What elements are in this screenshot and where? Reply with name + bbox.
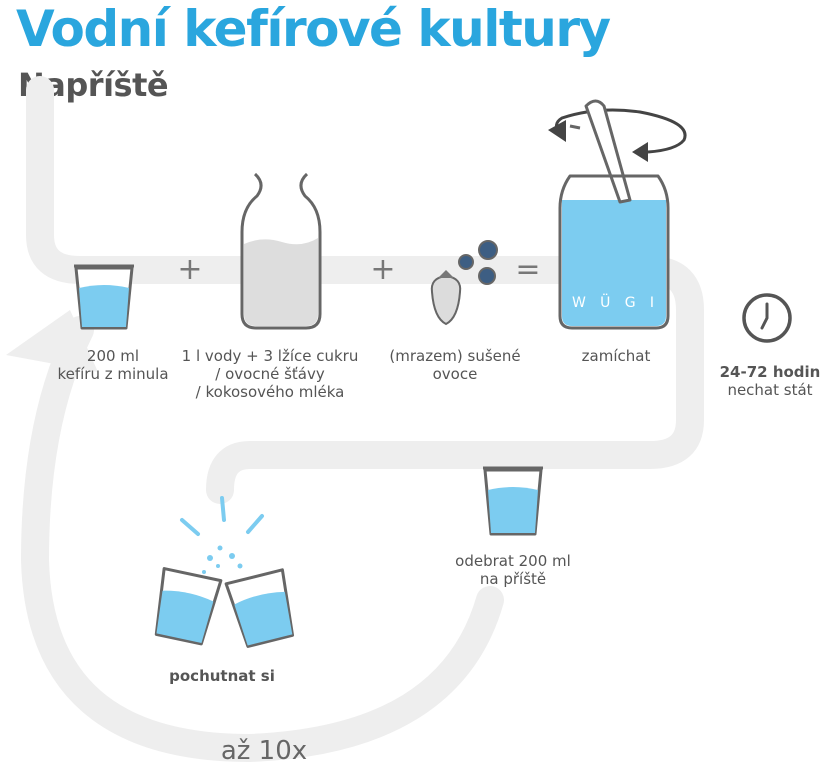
plus-operator: +	[177, 252, 203, 287]
step-label-fruit: (mrazem) sušené ovoce	[389, 347, 521, 383]
page-title: Vodní kefírové kultury	[16, 0, 611, 58]
plus-operator: +	[370, 252, 396, 287]
stir-arrowhead-left-icon	[548, 120, 566, 142]
jar-brand-letters: W Ü G I	[562, 295, 666, 311]
step-label-stir: zamíchat	[581, 347, 651, 365]
jar-icon	[548, 99, 687, 330]
stir-arrowhead-right-icon	[632, 142, 648, 162]
step-label-water: 1 l vody + 3 lžíce cukru / ovocné šťávy …	[181, 347, 359, 401]
jar-letter: Ü	[600, 295, 613, 311]
step-label-enjoy: pochutnat si	[169, 667, 275, 685]
flow-arrowhead	[6, 310, 98, 372]
glass-icon	[483, 466, 543, 536]
equals-operator: =	[515, 252, 541, 287]
glass-icon	[74, 264, 134, 330]
jar-letter: W	[572, 295, 588, 311]
flow-path	[21, 76, 704, 762]
fruit-icon	[430, 240, 498, 326]
step-label-kefir: 200 ml kefíru z minula	[57, 347, 169, 383]
step-label-wait: 24-72 hodin nechat stát	[719, 363, 821, 399]
jar-letter: G	[624, 295, 638, 311]
stir-arrow-icon	[555, 108, 687, 154]
jar-letter: I	[649, 295, 656, 311]
step-label-remove: odebrat 200 ml na příště	[455, 552, 571, 588]
bottle-icon	[240, 172, 322, 330]
cheers-glasses-icon	[154, 496, 295, 648]
repeat-label: až 10x	[220, 736, 308, 766]
clock-icon	[742, 293, 792, 343]
